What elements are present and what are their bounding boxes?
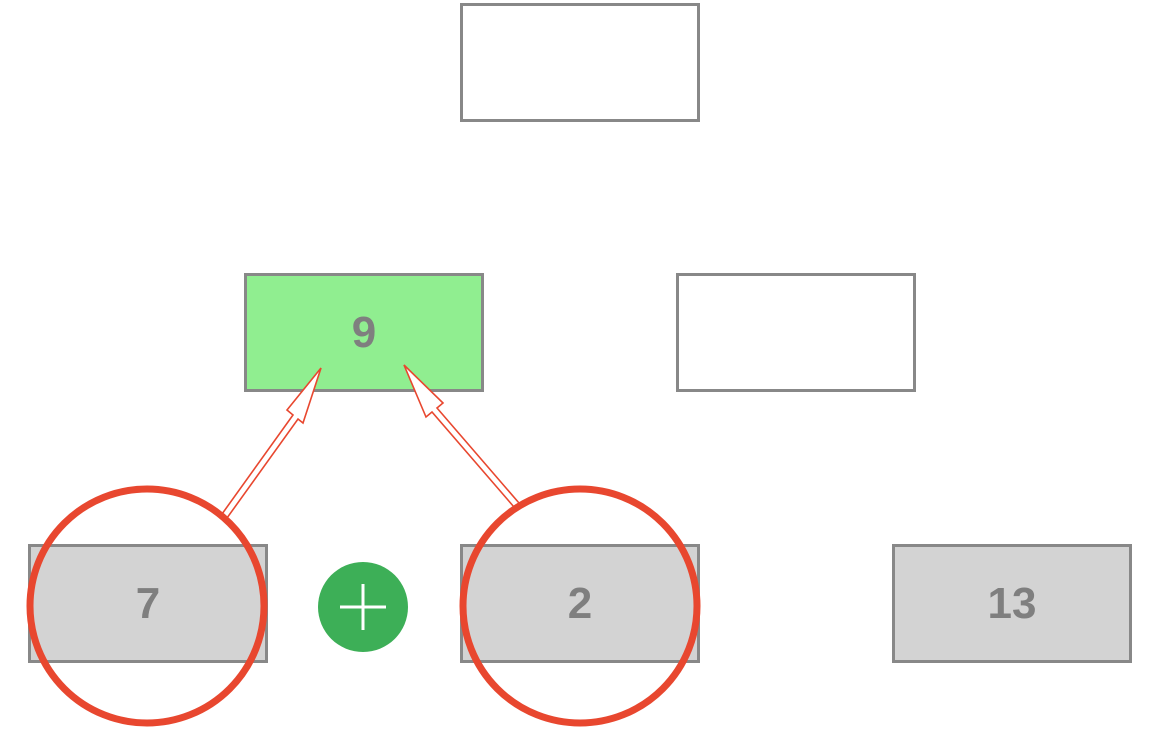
add-button[interactable] <box>318 562 408 652</box>
sum-node-left: 9 <box>244 273 484 392</box>
leaf-node-3[interactable]: 13 <box>892 544 1132 663</box>
leaf-node-2-value: 2 <box>567 578 593 628</box>
sum-node-right <box>676 273 916 392</box>
leaf-node-2[interactable]: 2 <box>460 544 700 663</box>
root-node <box>460 3 700 122</box>
plus-icon <box>340 584 386 630</box>
leaf-node-3-value: 13 <box>987 578 1037 628</box>
sum-node-left-value: 9 <box>351 307 377 357</box>
leaf-node-1[interactable]: 7 <box>28 544 268 663</box>
leaf-node-1-value: 7 <box>135 578 161 628</box>
